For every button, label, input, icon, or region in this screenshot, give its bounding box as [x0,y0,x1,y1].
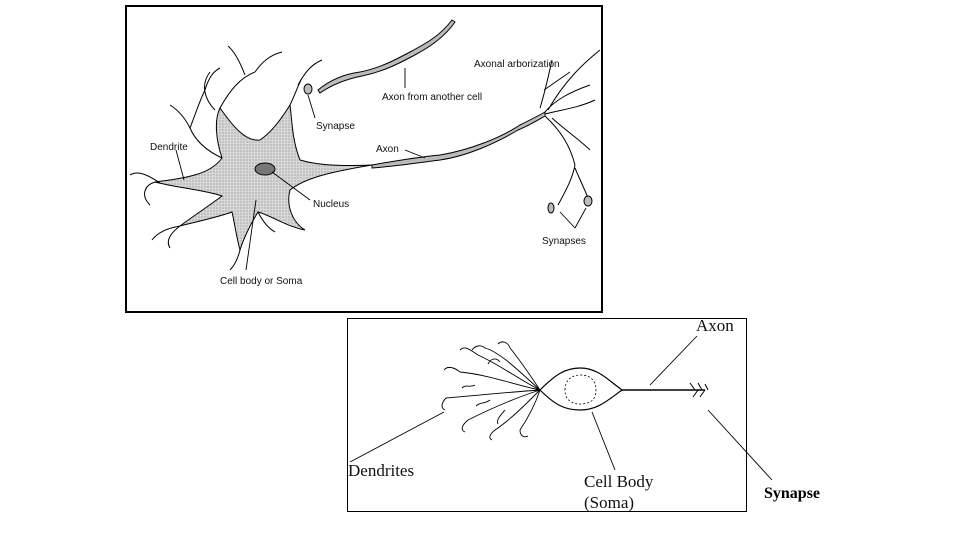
arborization-branches [540,50,600,205]
dendrite-tuft [442,342,540,440]
soma-outline [540,368,622,410]
synapse-knob [304,84,312,94]
label-synapse-top: Synapse [316,121,355,132]
label-nucleus: Nucleus [313,199,349,210]
synapse-knob-2 [584,196,592,206]
label-cell-body-line2: (Soma) [584,493,634,512]
synapse-knob-1 [548,203,554,213]
label-axon-from-another-cell: Axon from another cell [382,92,482,103]
label-axon-bottom: Axon [696,316,734,335]
soma-inner [565,375,596,404]
label-axonal-arborization: Axonal arborization [474,59,560,70]
label-cell-body-line1: Cell Body [584,472,654,491]
bottom-leader-lines [350,336,772,480]
top-neuron [130,20,600,270]
other-axon-shape [318,20,455,93]
axon-shape [372,112,545,168]
label-dendrites: Dendrites [348,461,414,480]
nucleus-shape [255,163,275,175]
label-axon-top: Axon [376,144,399,155]
label-dendrite: Dendrite [150,142,188,153]
label-synapse-outside: Synapse [764,485,820,502]
label-cell-body: Cell body or Soma [220,276,303,287]
label-synapses: Synapses [542,236,586,247]
bottom-neuron [350,336,772,480]
